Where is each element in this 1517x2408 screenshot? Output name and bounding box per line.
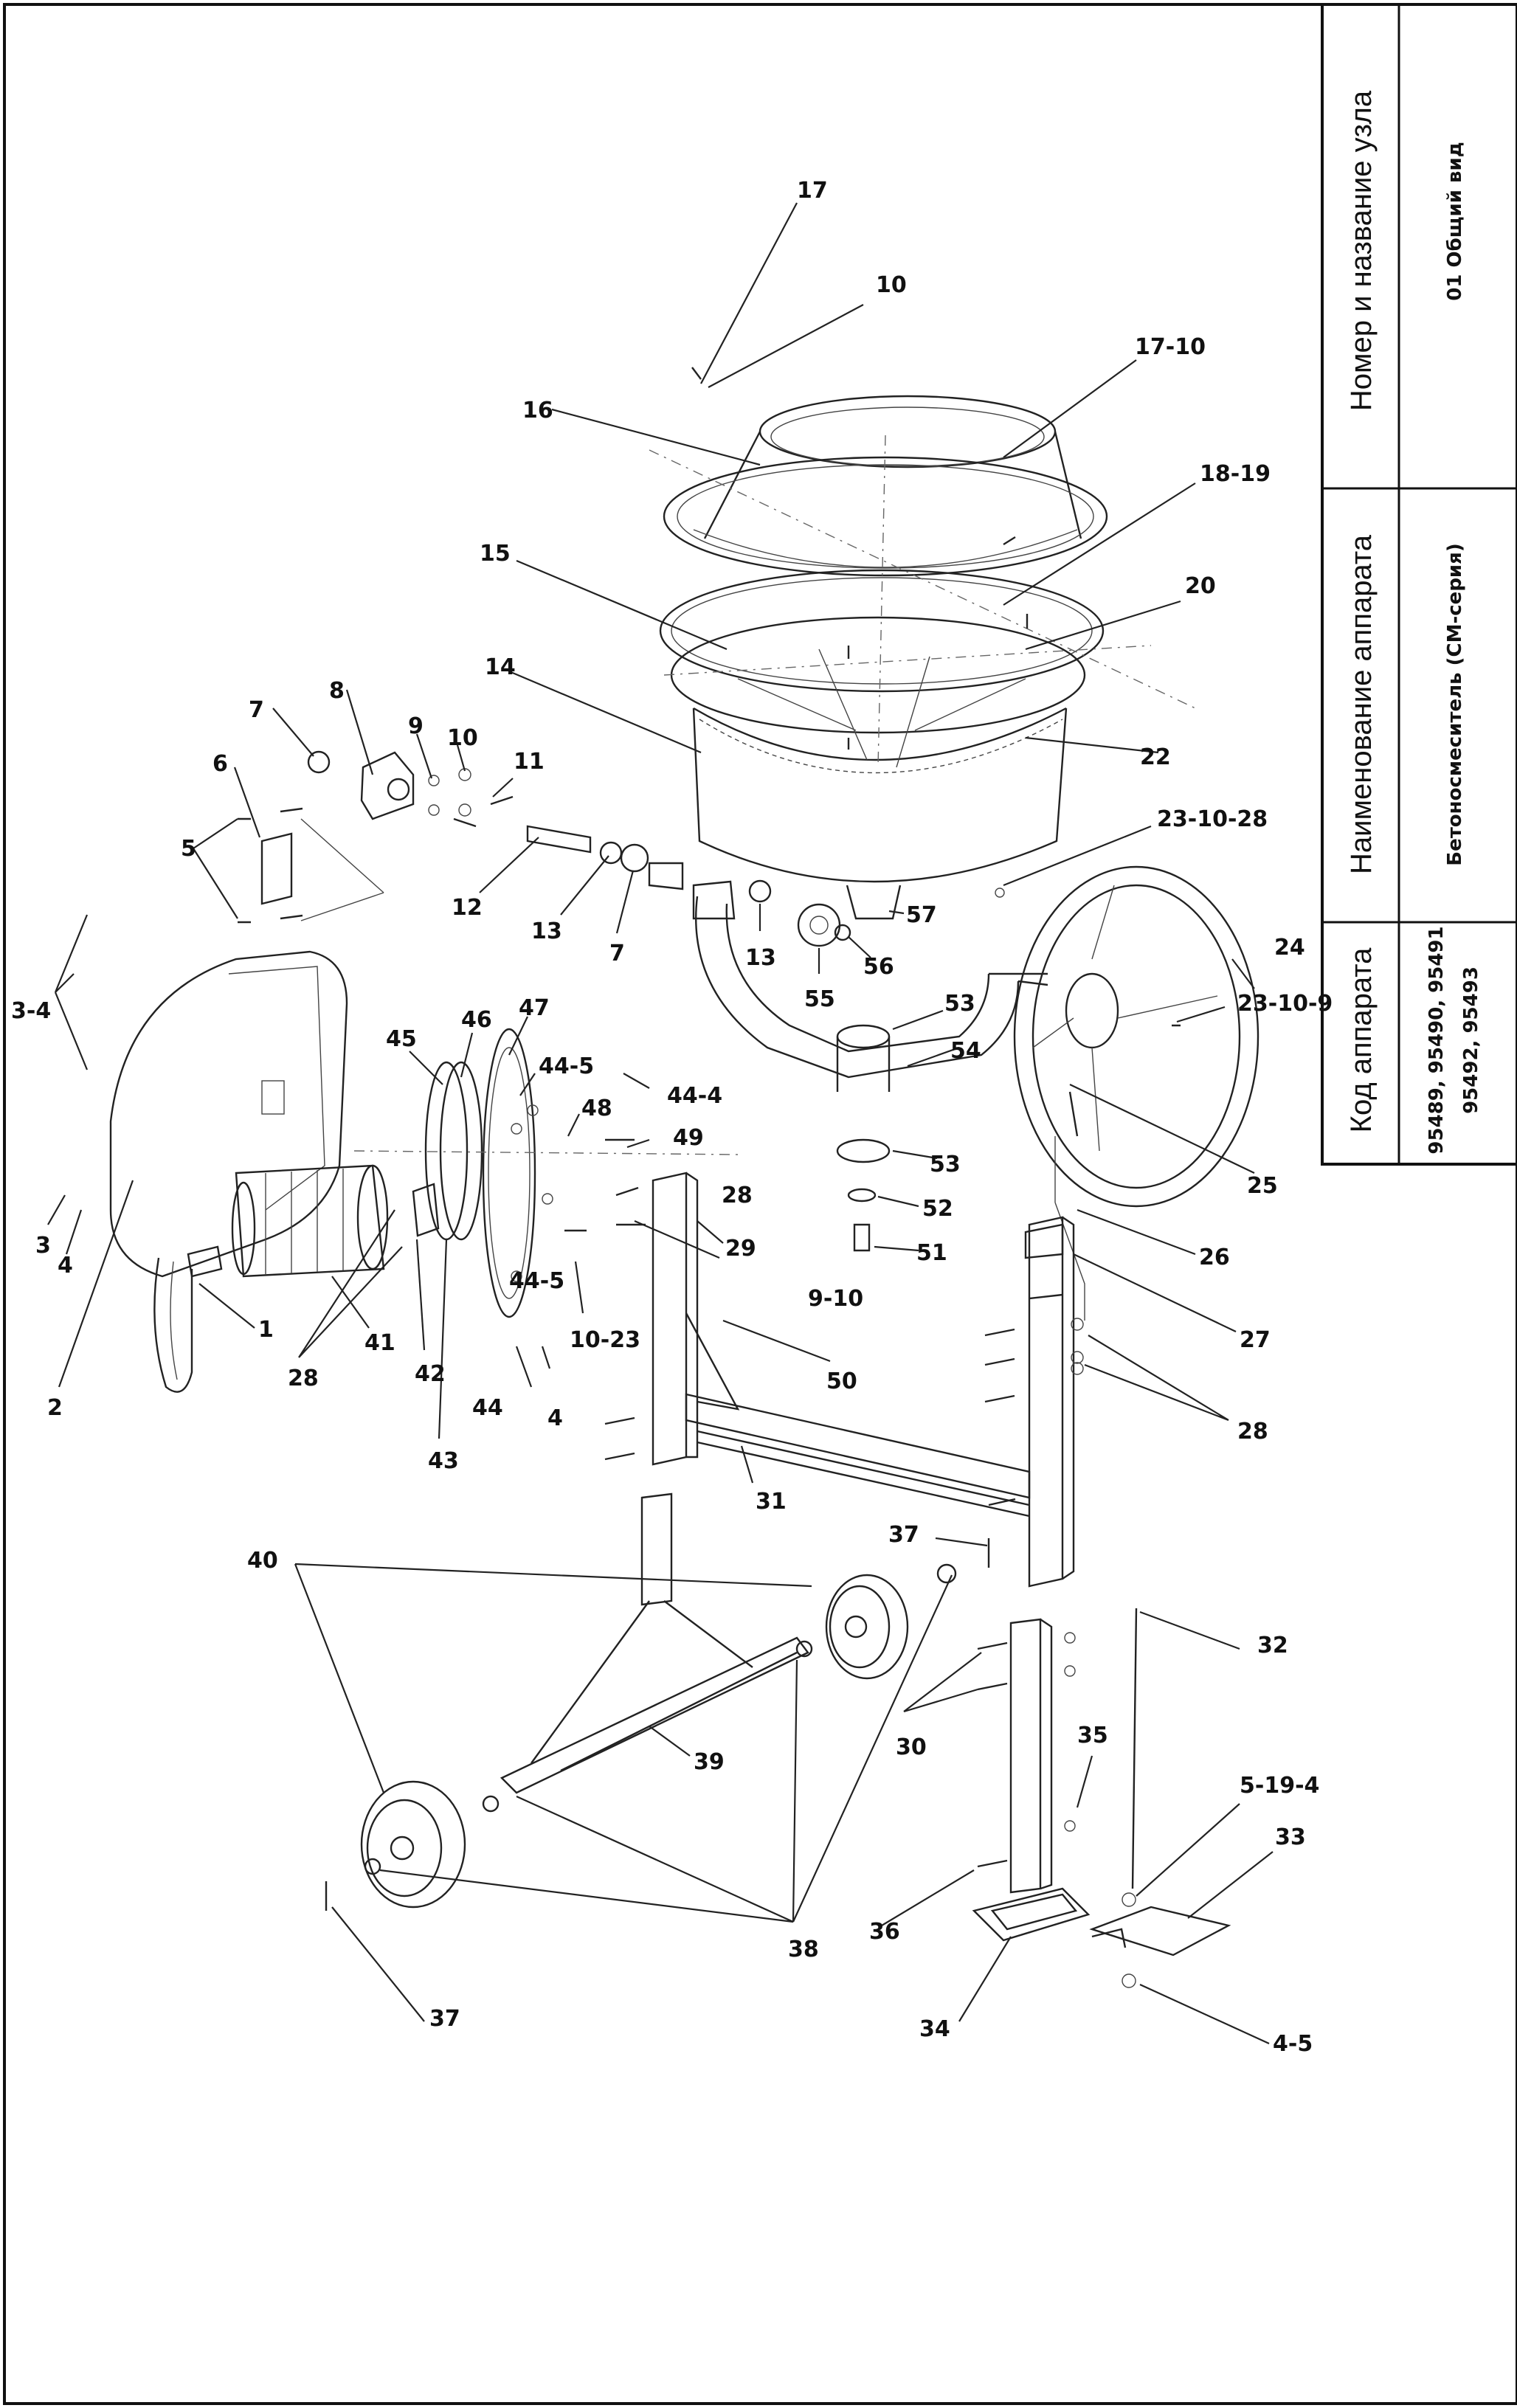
device-value: Бетоносмеситель (СМ-серия) — [1444, 543, 1466, 865]
callout-17-10: 17-10 — [1135, 334, 1206, 360]
callout-54: 54 — [950, 1038, 981, 1064]
callout-44: 44 — [472, 1395, 503, 1421]
callout-36: 36 — [869, 1919, 900, 1945]
callout-15: 15 — [480, 541, 511, 567]
title-block: Номер и название узла 01 Общий вид Наиме… — [1321, 3, 1517, 1166]
callout-51: 51 — [916, 1240, 947, 1266]
callout-44-5-top: 44-5 — [539, 1054, 594, 1079]
callout-49: 49 — [673, 1125, 704, 1151]
callout-4-5: 4-5 — [1273, 2031, 1313, 2057]
callout-9-10: 9-10 — [808, 1286, 863, 1312]
callout-32: 32 — [1257, 1633, 1288, 1658]
code-heading: Код аппарата — [1345, 947, 1378, 1132]
callout-50: 50 — [826, 1369, 857, 1394]
callout-3: 3 — [35, 1233, 51, 1259]
callout-57: 57 — [906, 902, 937, 928]
callout-27: 27 — [1240, 1327, 1271, 1353]
callout-39: 39 — [694, 1749, 725, 1775]
callout-13-right: 13 — [745, 945, 776, 971]
wheel-axle-assembly — [325, 1492, 990, 1911]
callout-55: 55 — [804, 986, 835, 1012]
callout-35: 35 — [1077, 1723, 1108, 1748]
callout-53-bottom: 53 — [930, 1152, 961, 1177]
callout-24: 24 — [1274, 935, 1305, 961]
callout-45: 45 — [386, 1026, 417, 1052]
callout-44-4: 44-4 — [667, 1083, 722, 1109]
callout-20: 20 — [1185, 573, 1216, 599]
callout-40: 40 — [247, 1548, 278, 1574]
callout-16: 16 — [522, 398, 553, 423]
callout-5: 5 — [181, 836, 196, 862]
callout-41: 41 — [364, 1330, 395, 1356]
callout-18-19: 18-19 — [1200, 461, 1271, 487]
callout-23-10-9: 23-10-9 — [1237, 991, 1333, 1017]
callout-53-top: 53 — [944, 991, 975, 1017]
code-value-line2: 95492, 95493 — [1460, 966, 1482, 1114]
sheet-frame — [3, 3, 1517, 2405]
callout-38: 38 — [788, 1937, 819, 1962]
callout-31: 31 — [756, 1489, 787, 1515]
callout-47: 47 — [519, 995, 550, 1021]
callout-37-bottom: 37 — [429, 2006, 460, 2032]
node-heading: Номер и название узла — [1345, 90, 1378, 411]
callout-28-right: 28 — [1237, 1419, 1268, 1445]
motor-cover-group — [109, 950, 739, 1393]
device-heading: Наименование аппарата — [1345, 534, 1378, 874]
callout-48: 48 — [581, 1096, 612, 1121]
yoke-and-handwheel — [695, 865, 1259, 1321]
callout-5-19-4: 5-19-4 — [1240, 1773, 1319, 1799]
callout-10-23: 10-23 — [570, 1327, 640, 1353]
callout-4-left: 4 — [58, 1253, 73, 1279]
callout-6: 6 — [212, 751, 228, 777]
callout-44-5-bottom: 44-5 — [509, 1268, 564, 1294]
callout-46: 46 — [461, 1007, 492, 1033]
callout-10-left: 10 — [447, 725, 478, 751]
callout-8: 8 — [329, 678, 345, 704]
callout-9: 9 — [408, 713, 424, 739]
callout-52: 52 — [922, 1196, 953, 1222]
callout-37-top: 37 — [888, 1522, 919, 1548]
callout-2: 2 — [47, 1395, 63, 1421]
callout-labels: 17 10 17-10 16 18-19 15 20 14 22 23-10-2… — [11, 178, 1333, 2057]
code-value-line1: 95489, 95490, 95491 — [1426, 926, 1448, 1154]
stand-frame — [604, 1172, 1084, 1588]
callout-30: 30 — [896, 1734, 927, 1760]
callout-42: 42 — [415, 1361, 446, 1387]
callout-4-stand: 4 — [547, 1405, 563, 1431]
callout-29: 29 — [725, 1236, 756, 1262]
callout-11: 11 — [514, 749, 545, 775]
callout-22: 22 — [1140, 744, 1171, 770]
callout-3-4: 3-4 — [11, 998, 51, 1024]
drive-shaft-parts — [238, 750, 851, 947]
callout-33: 33 — [1275, 1824, 1306, 1850]
callout-23-10-28: 23-10-28 — [1157, 806, 1268, 832]
callout-7-bottom: 7 — [609, 941, 625, 966]
callout-28-stand: 28 — [722, 1183, 753, 1208]
callout-28-motor: 28 — [288, 1366, 319, 1391]
callout-13-left: 13 — [531, 918, 562, 944]
callout-34: 34 — [919, 2016, 950, 2042]
callout-56: 56 — [863, 954, 894, 980]
callout-7-top: 7 — [249, 697, 264, 723]
drum-assembly — [649, 367, 1196, 920]
callout-43: 43 — [428, 1448, 459, 1474]
callout-25: 25 — [1247, 1173, 1278, 1199]
node-value: 01 Общий вид — [1444, 142, 1466, 300]
callout-10: 10 — [876, 272, 907, 298]
callout-17: 17 — [797, 178, 828, 204]
right-leg-assembly — [972, 1608, 1231, 1988]
callout-12: 12 — [452, 895, 483, 921]
callout-26: 26 — [1199, 1245, 1230, 1270]
callout-1: 1 — [258, 1317, 274, 1343]
callout-14: 14 — [485, 654, 516, 680]
leader-lines — [47, 202, 1274, 2045]
